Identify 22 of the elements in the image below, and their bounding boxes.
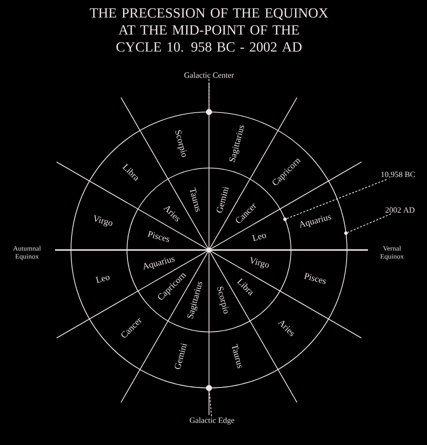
sign-label: Leo	[95, 276, 110, 284]
sign-label: Virgo	[94, 215, 112, 226]
sign-label: Aquarius	[143, 257, 175, 270]
sign-label: Aquarius	[300, 215, 332, 228]
sign-label: Gemini	[174, 343, 187, 370]
sign-label: Pisces	[304, 272, 326, 284]
callout-label: 10,958 BC	[381, 172, 415, 178]
leader-line	[347, 214, 392, 233]
sign-label: Taurus	[190, 187, 200, 212]
callout-label: 2002 AD	[386, 207, 414, 213]
leader-line	[286, 179, 387, 219]
sign-label: Virgo	[250, 257, 269, 268]
sign-label: Gemini	[216, 186, 229, 213]
sign-label: Pisces	[147, 230, 170, 242]
leader-line	[208, 390, 212, 417]
leader-line	[208, 78, 210, 110]
sign-label: Sagittarius	[229, 125, 244, 162]
callout-label: Galactic Center	[184, 72, 234, 78]
callout-label: Galactic Edge	[190, 417, 234, 425]
sign-label: Leo	[252, 234, 266, 242]
sign-label: Scorpio	[217, 286, 228, 314]
title: THE PRECESSION OF THE EQUINOX AT THE MID-POINT OF THE CYCLE 10. 958 BC - 2002 AD	[90, 8, 328, 52]
